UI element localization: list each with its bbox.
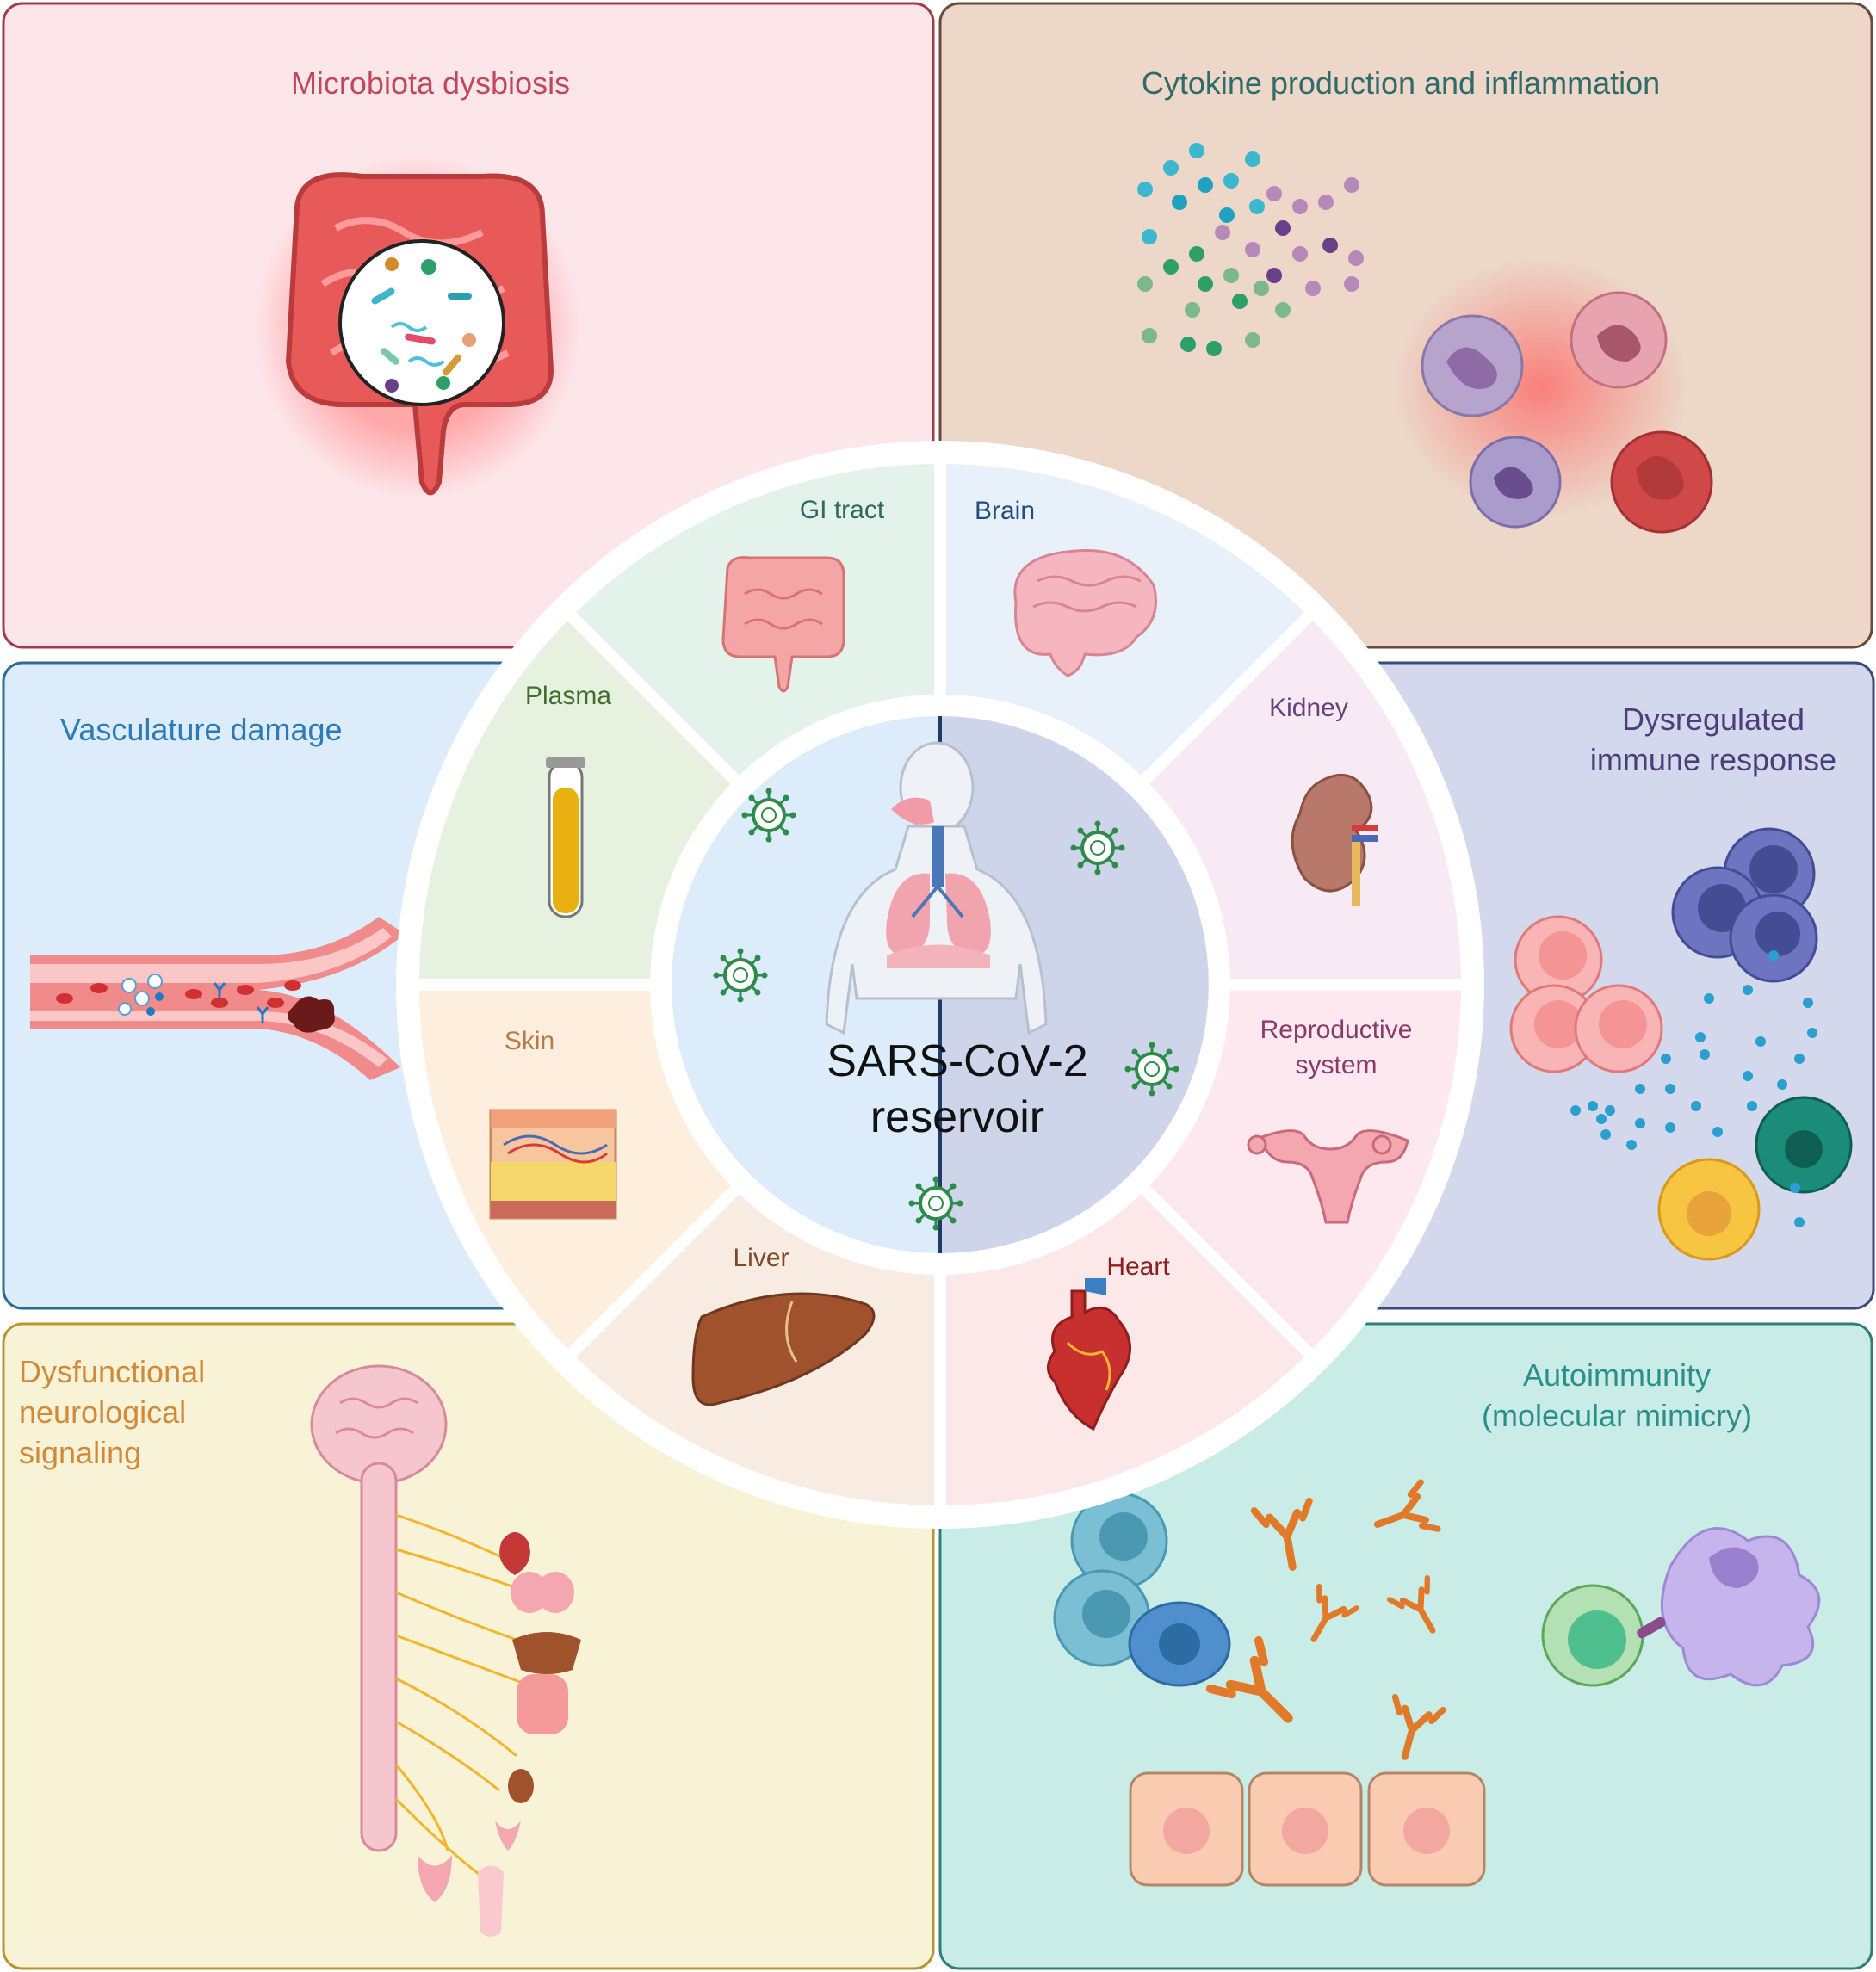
virus-icon [740,786,798,844]
center-left-half [672,716,940,1253]
brain-icon [1013,549,1157,677]
sector-label-gi: GI tract [800,496,885,524]
center-title-line2: reservoir [870,1092,1044,1142]
immune-cell-icons [1421,291,1713,534]
cytokine-particles [1137,143,1364,356]
panel-title-immune-2: immune response [1590,742,1836,777]
kidney-icon [1291,773,1378,906]
sector-label-reproductive-2: system [1295,1051,1377,1079]
sector-label-plasma: Plasma [525,682,611,710]
human-body-lungs-icon [825,741,1048,1035]
panel-title-microbiota: Microbiota dysbiosis [291,65,570,101]
gi-tract-icon [721,556,845,693]
virus-icon [1123,1040,1181,1098]
panel-title-neuro-1: Dysfunctional [19,1354,205,1389]
blood-vessel-icon [30,917,405,1080]
sector-label-heart: Heart [1106,1252,1170,1281]
sector-label-brain: Brain [975,497,1035,525]
reproductive-system-icon [1247,1129,1409,1224]
immune-response-cells [1509,827,1853,1261]
organ-wheel: GI tract Brain Kidney Reproductive syste… [396,441,1484,1529]
virus-icon [1068,819,1127,877]
autoimmunity-cells [1053,1492,1821,1887]
center-right-half [940,716,1209,1253]
sector-label-skin: Skin [505,1027,554,1055]
liver-icon [691,1292,876,1406]
panel-microbiota [2,2,935,649]
virus-icon [907,1174,965,1233]
virus-icon [711,946,770,1005]
sector-label-reproductive-1: Reproductive [1260,1016,1413,1044]
panel-title-autoimmunity-1: Autoimmunity [1523,1357,1711,1393]
panel-title-autoimmunity-2: (molecular mimicry) [1482,1398,1752,1433]
panel-neuro [2,1322,935,1970]
blood-tube-icon [546,757,585,918]
heart-icon [1047,1278,1131,1431]
panel-title-neuro-2: neurological [19,1394,186,1430]
sector-label-liver: Liver [733,1244,789,1272]
nervous-system-icon [310,1364,581,1937]
skin-icon [489,1109,617,1220]
panel-autoimmunity [938,1322,1873,1970]
panel-title-vasculature: Vasculature damage [60,712,343,747]
sector-label-kidney: Kidney [1269,694,1348,722]
panel-cytokine [938,2,1873,649]
panel-title-neuro-3: signaling [19,1435,141,1470]
panel-title-cytokine: Cytokine production and inflammation [1142,65,1660,101]
microbes-magnifier-icon [338,239,505,406]
panel-title-immune-1: Dysregulated [1622,702,1805,737]
center-title-line1: SARS-CoV-2 [827,1036,1087,1086]
